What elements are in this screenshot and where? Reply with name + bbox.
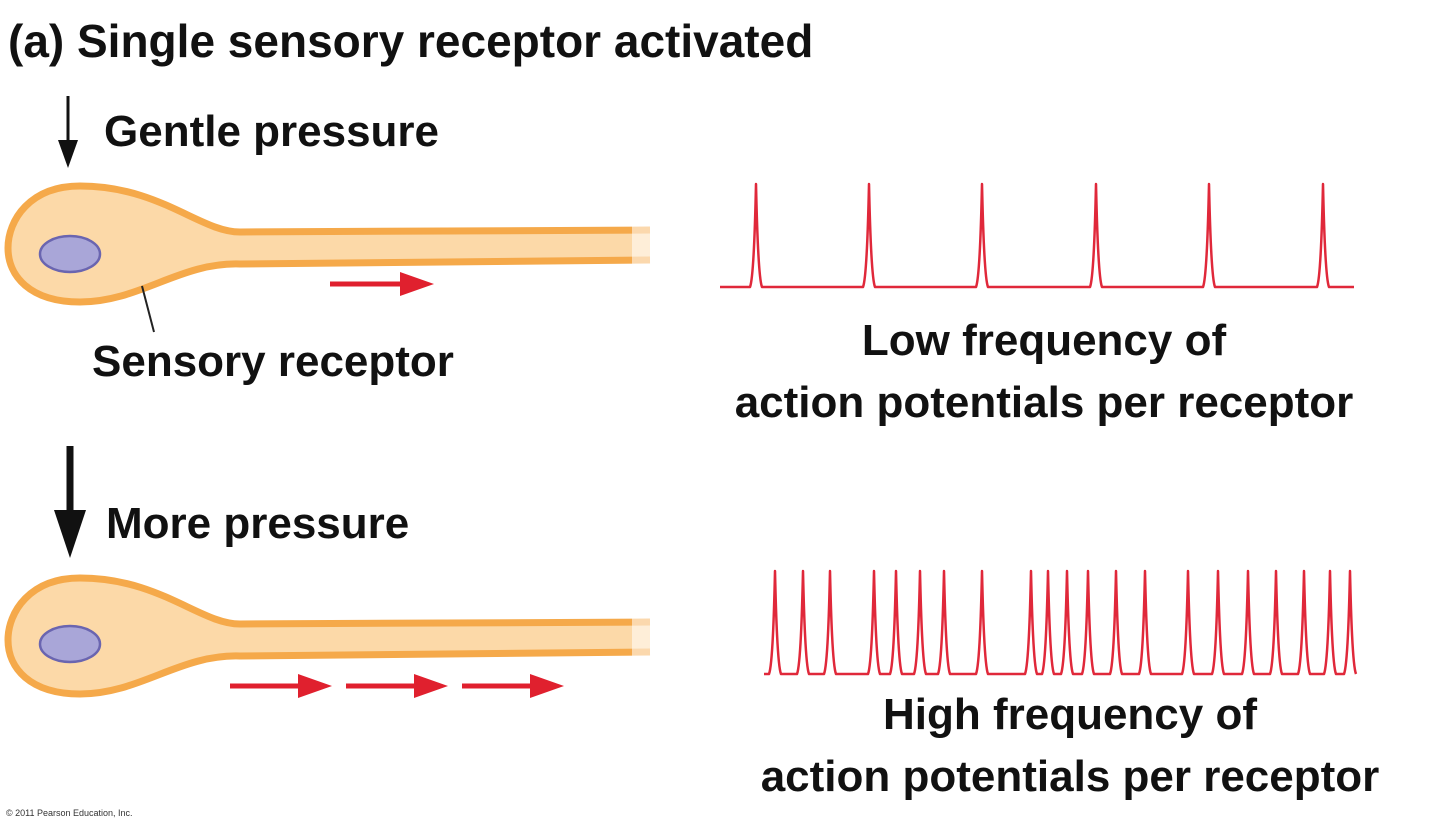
- gentle-pressure-arrow: [58, 96, 78, 168]
- signal-arrow: [330, 272, 434, 296]
- action-potential-trace-high: [764, 569, 1358, 676]
- nucleus-bottom: [38, 624, 102, 664]
- signal-arrow: [346, 674, 448, 698]
- trace-line: [720, 182, 1354, 289]
- gentle-pressure-label: Gentle pressure: [104, 107, 440, 156]
- high-frequency-caption: High frequency of action potentials per …: [680, 684, 1440, 808]
- high-frequency-caption-line1: High frequency of: [882, 690, 1258, 739]
- neuron-body-bottom: [4, 574, 651, 698]
- nucleus-top: [38, 234, 102, 274]
- sensory-neuron-bottom: [4, 574, 656, 698]
- sensory-neuron-top: [4, 182, 656, 306]
- figure-title: (a) Single sensory receptor activated: [8, 15, 814, 67]
- copyright-notice: © 2011 Pearson Education, Inc.: [6, 808, 133, 818]
- trace-line: [764, 569, 1358, 676]
- receptor-leader-line: [141, 285, 155, 333]
- high-frequency-caption-line2: action potentials per receptor: [760, 752, 1380, 801]
- signal-arrow: [462, 674, 564, 698]
- signal-arrows-top: [330, 272, 434, 296]
- more-pressure-arrow: [54, 446, 86, 558]
- low-frequency-caption-line2: action potentials per receptor: [734, 378, 1354, 427]
- low-frequency-caption: Low frequency of action potentials per r…: [654, 310, 1434, 434]
- more-pressure-label: More pressure: [106, 499, 410, 548]
- signal-arrow: [230, 674, 332, 698]
- low-frequency-caption-line1: Low frequency of: [861, 316, 1227, 365]
- sensory-receptor-label: Sensory receptor: [92, 337, 454, 386]
- action-potential-trace-low: [720, 182, 1354, 289]
- signal-arrows-bottom: [230, 674, 564, 698]
- neuron-body-top: [4, 182, 651, 306]
